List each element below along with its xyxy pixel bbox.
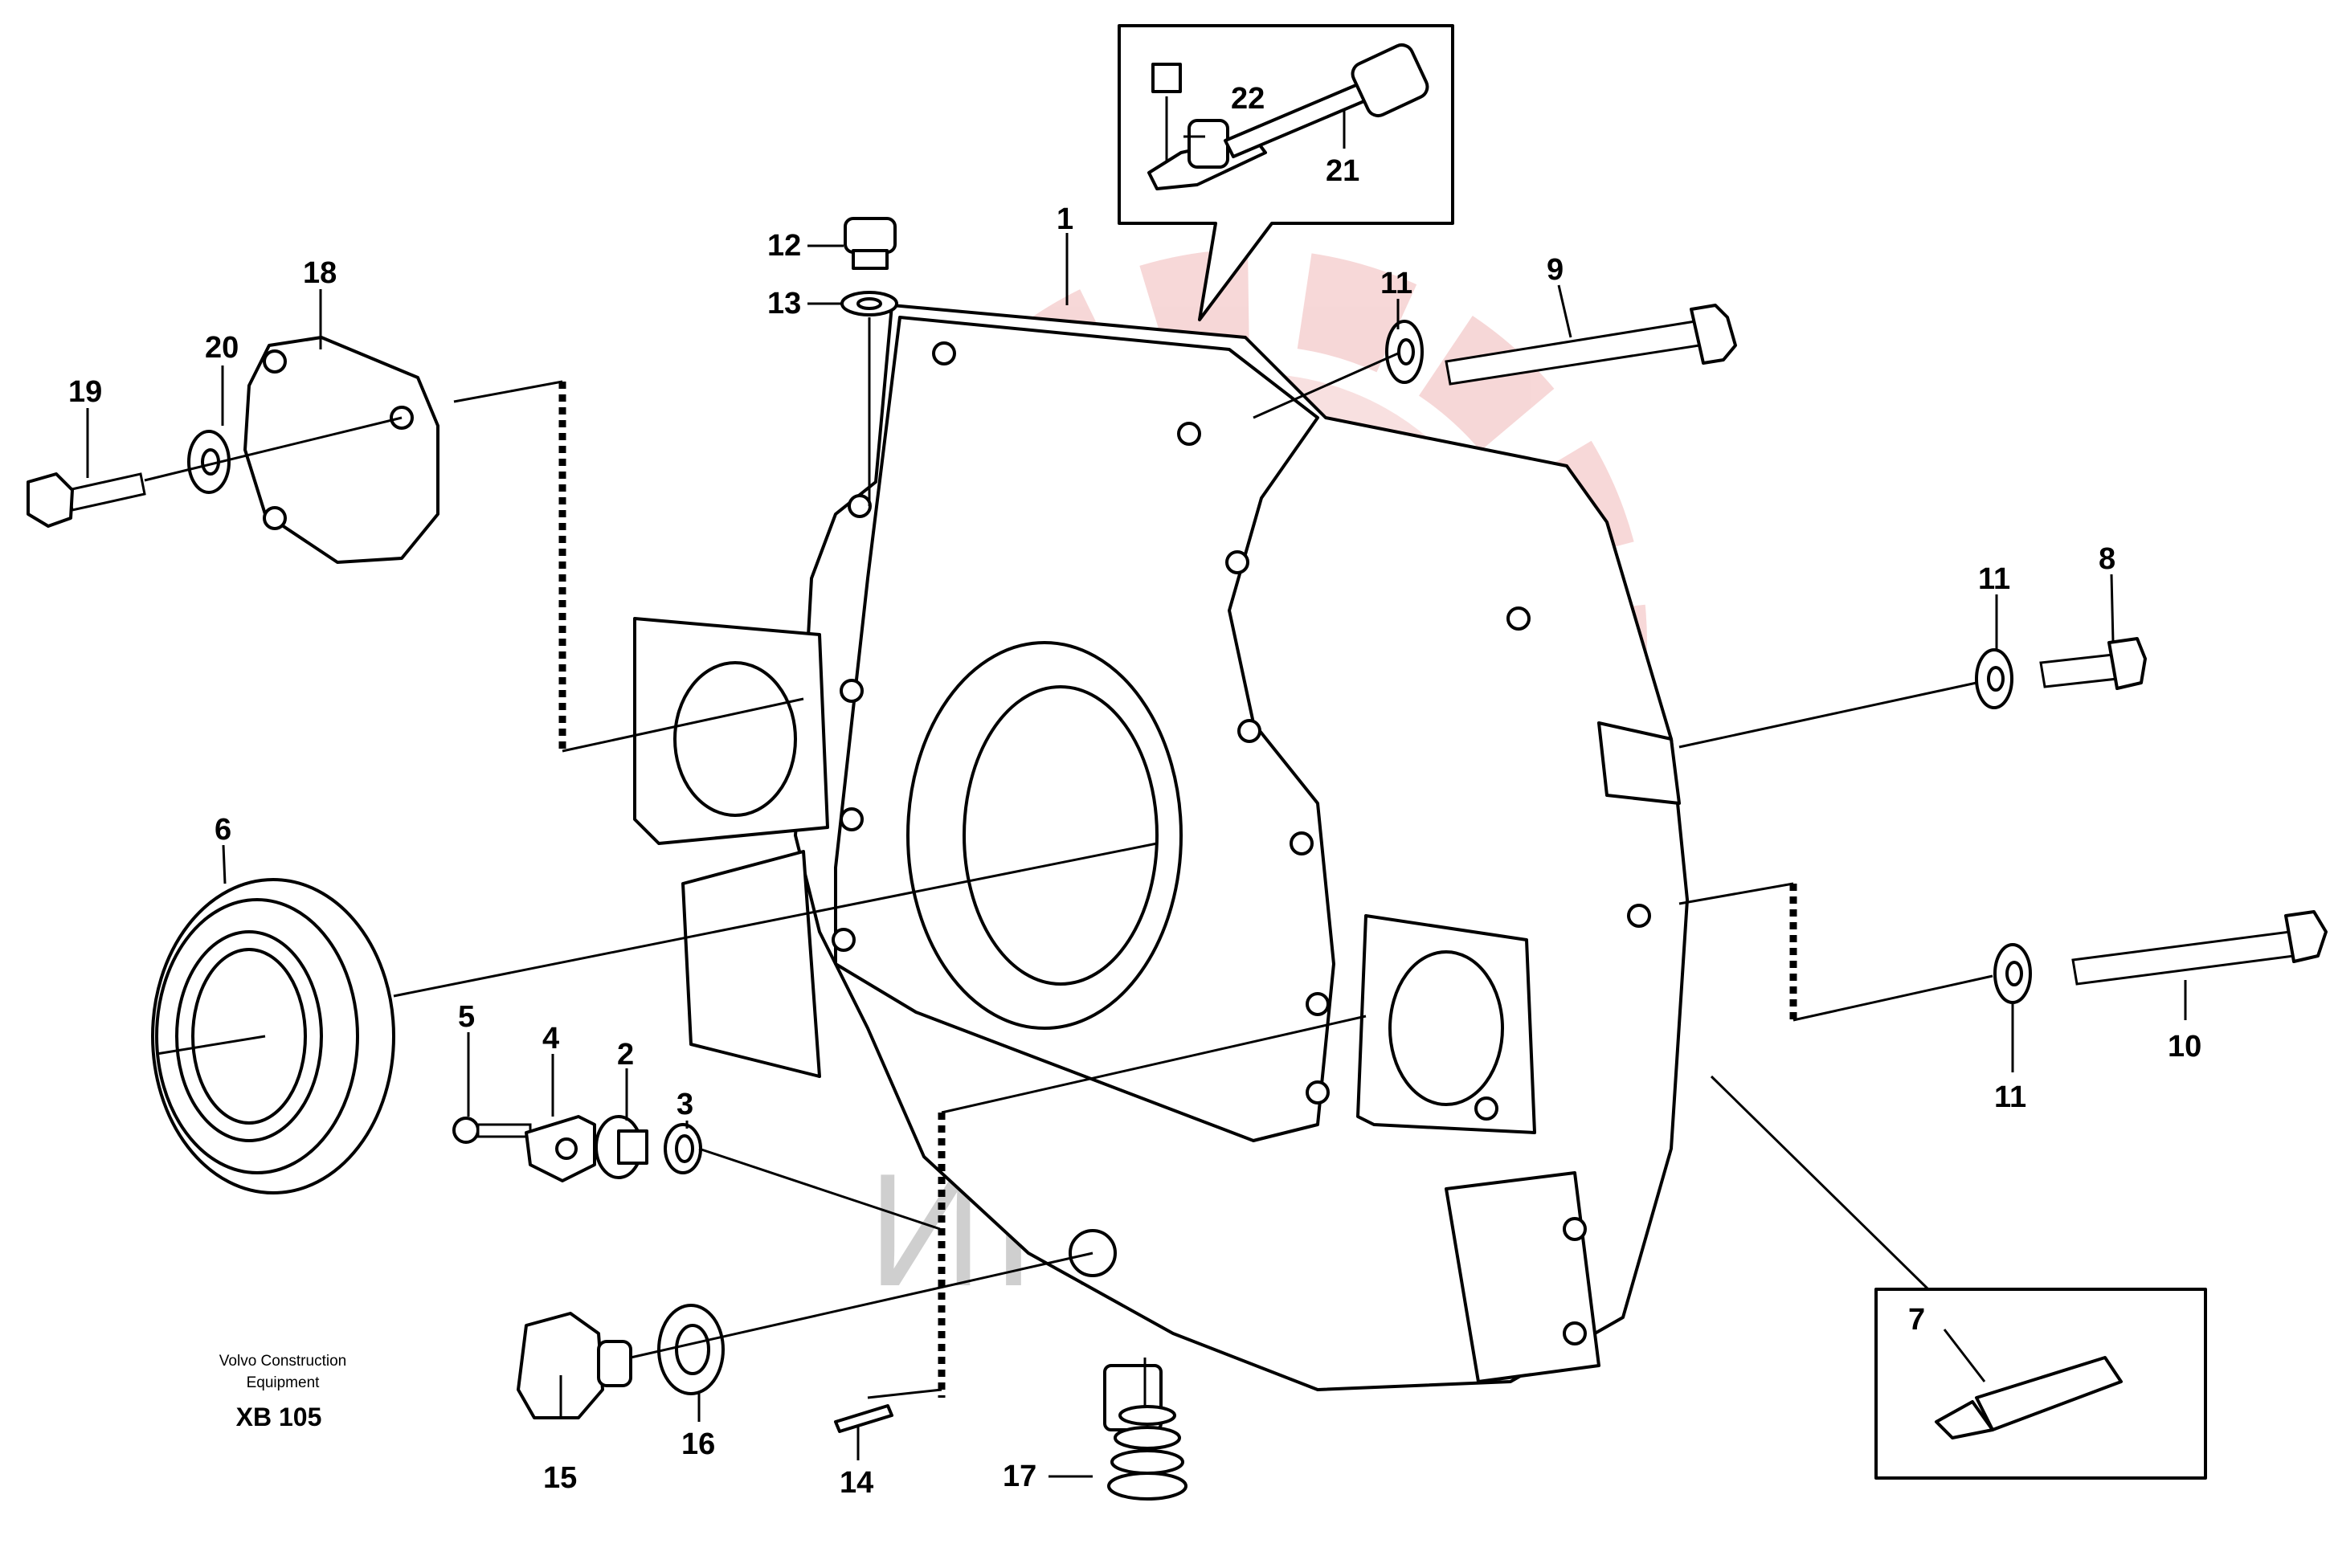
callout-15: 15 bbox=[543, 1461, 577, 1495]
bracket-4 bbox=[525, 1115, 596, 1182]
callout-17: 17 bbox=[1003, 1460, 1036, 1493]
flywheel-housing bbox=[633, 304, 1689, 1431]
washer-11-top bbox=[1385, 320, 1424, 384]
callout-11-middle: 11 bbox=[1978, 562, 2010, 596]
inset-box-sensor bbox=[1118, 24, 1454, 321]
bolt-8 bbox=[2039, 637, 2147, 690]
bolt-10 bbox=[2071, 910, 2328, 986]
washer-16 bbox=[657, 1304, 725, 1395]
washer-11-middle bbox=[1975, 648, 2013, 709]
callout-10: 10 bbox=[2168, 1030, 2201, 1064]
pin-14 bbox=[834, 1404, 893, 1433]
caption-company-line2: Equipment bbox=[247, 1374, 321, 1391]
callout-22: 22 bbox=[1231, 82, 1265, 116]
callout-13: 13 bbox=[767, 287, 801, 321]
callout-5: 5 bbox=[458, 1000, 475, 1034]
callout-20: 20 bbox=[205, 331, 239, 365]
cover-plate-18 bbox=[243, 336, 439, 564]
callout-19: 19 bbox=[68, 375, 102, 409]
plug-17 bbox=[1107, 1405, 1187, 1501]
washer-3 bbox=[664, 1123, 702, 1174]
callout-3: 3 bbox=[677, 1088, 693, 1121]
bolt-9 bbox=[1445, 304, 1737, 386]
callout-16: 16 bbox=[681, 1427, 715, 1461]
callout-14: 14 bbox=[840, 1466, 873, 1500]
inset-box-sealant bbox=[1874, 1288, 2207, 1480]
washer-13 bbox=[840, 291, 898, 316]
bolt-5 bbox=[452, 1117, 532, 1144]
seal-ring-6 bbox=[151, 878, 395, 1194]
bolt-19 bbox=[27, 472, 146, 528]
callout-6: 6 bbox=[215, 813, 231, 847]
callout-1: 1 bbox=[1057, 202, 1073, 236]
callout-7: 7 bbox=[1908, 1303, 1925, 1337]
caption-drawing-code: XB 105 bbox=[236, 1403, 322, 1431]
callout-21: 21 bbox=[1326, 154, 1359, 188]
callout-2: 2 bbox=[617, 1038, 634, 1072]
callout-9: 9 bbox=[1547, 253, 1564, 287]
plug-2 bbox=[595, 1115, 648, 1179]
callout-4: 4 bbox=[542, 1022, 559, 1056]
callout-8: 8 bbox=[2099, 542, 2115, 576]
plug-15 bbox=[517, 1312, 632, 1419]
callout-18: 18 bbox=[303, 256, 337, 290]
washer-11-lower bbox=[1993, 943, 2032, 1004]
callout-12: 12 bbox=[767, 229, 801, 263]
plug-12 bbox=[844, 217, 897, 270]
callout-11-lower: 11 bbox=[1994, 1080, 2026, 1114]
caption-company-line1: Volvo Construction bbox=[219, 1353, 346, 1370]
callout-11-top: 11 bbox=[1380, 267, 1412, 300]
